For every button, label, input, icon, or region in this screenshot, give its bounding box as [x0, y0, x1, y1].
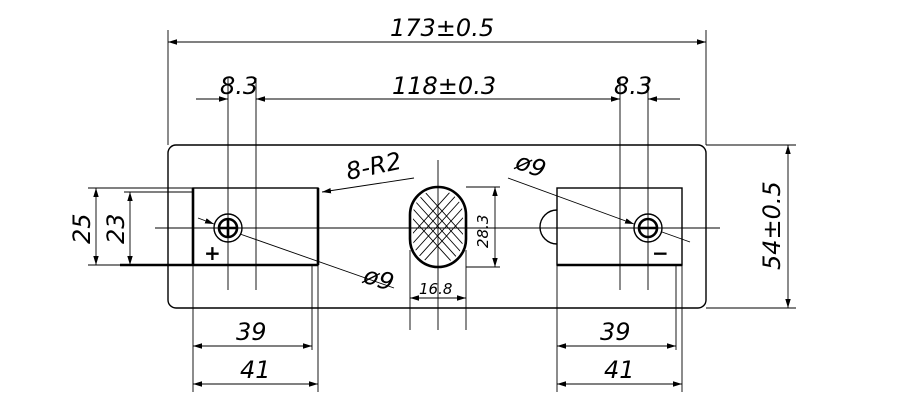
left-hole-dia-label: ø9 [359, 261, 397, 297]
left-pad-inner-width-label: 39 [236, 318, 267, 346]
left-hole-dia-leader [239, 233, 395, 289]
hole-spacing-label: 118±0.3 [392, 72, 496, 100]
vent-height-label: 28.3 [474, 215, 492, 248]
right-hole-dia-label: ø9 [511, 147, 550, 184]
right-hole-dia-leader [507, 177, 635, 225]
overall-length-label: 173±0.5 [390, 14, 494, 42]
positive-terminal-symbol: + [204, 241, 221, 265]
left-terminal-pad [120, 187, 320, 267]
side-notch [539, 209, 558, 245]
corner-radius-label: 8-R2 [343, 147, 403, 186]
left-pad-inner-height-label: 23 [102, 213, 130, 244]
right-terminal-pad [556, 187, 683, 267]
right-hole-offset-label: 8.3 [614, 72, 652, 100]
left-pad-outer-height-label: 25 [68, 213, 96, 244]
battery-body-outline [167, 144, 707, 309]
right-pad-inner-width-label: 39 [600, 318, 631, 346]
corner-radius-leader [321, 177, 415, 194]
negative-terminal-symbol: − [652, 241, 669, 265]
center-vent [408, 185, 468, 269]
left-pad-outer-width-label: 41 [240, 356, 271, 384]
vent-width-label: 16.8 [419, 280, 452, 298]
left-hole-offset-label: 8.3 [220, 72, 258, 100]
overall-height-label: 54±0.5 [758, 181, 786, 270]
right-pad-outer-width-label: 41 [604, 356, 635, 384]
